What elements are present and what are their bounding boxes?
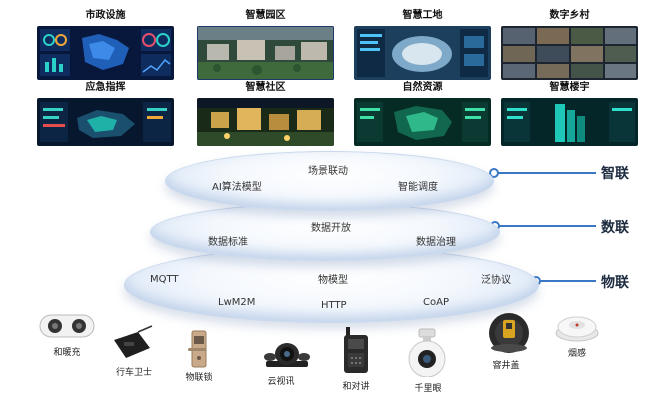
dome-camera-icon	[403, 327, 451, 378]
thumbnail-title: 智慧社区	[245, 82, 286, 93]
zhilian-connector-dot	[489, 168, 499, 178]
smart-park-image	[197, 26, 334, 80]
device-label-charger: 和暖充	[53, 348, 81, 358]
zhilian-connector	[490, 172, 596, 174]
device-label-manhole-sensor: 窨井盖	[492, 361, 520, 371]
protocol-http: HTTP	[321, 300, 347, 311]
thumbnail-title: 智慧园区	[245, 10, 286, 21]
protocol-lwm2m: LwM2M	[218, 297, 256, 308]
thumbnail-title: 智慧楼宇	[549, 82, 590, 93]
video-conference-icon	[262, 341, 312, 369]
device-label-video-conference: 云视讯	[267, 377, 295, 387]
thumbnail-title: 数字乡村	[549, 10, 590, 21]
smart-dispatch-label: 智能调度	[398, 182, 438, 193]
layer-zhilian	[165, 151, 494, 211]
layer-name-zhilian: 智联	[601, 166, 629, 182]
natural-resources-image	[354, 98, 491, 146]
vehicle-tracker-icon	[110, 324, 158, 362]
device-label-vehicle-tracker: 行车卫士	[115, 368, 152, 378]
object-model-label: 物模型	[318, 275, 348, 286]
charger-icon	[38, 313, 96, 339]
device-label-dome-camera: 千里眼	[414, 384, 442, 394]
protocol-mqtt: MQTT	[150, 274, 179, 285]
smart-community-image	[197, 98, 334, 146]
smart-building-image	[501, 98, 638, 146]
thumbnail-title: 市政设施	[85, 10, 126, 21]
ai-algorithm-label: AI算法模型	[212, 182, 262, 193]
thumbnail-title: 智慧工地	[402, 10, 443, 21]
shulian-connector	[494, 225, 596, 227]
device-label-walkie-talkie: 和对讲	[342, 382, 370, 392]
emergency-dashboard-image	[37, 98, 174, 146]
thumbnail-title: 应急指挥	[85, 82, 126, 93]
thumbnail-title: 自然资源	[402, 82, 443, 93]
data-governance-label: 数据治理	[416, 237, 456, 248]
device-label-smoke-detector: 烟感	[567, 349, 586, 359]
layer-shulian	[150, 203, 500, 261]
protocol-coap: CoAP	[423, 297, 449, 308]
data-standard-label: 数据标准	[208, 237, 248, 248]
smoke-detector-icon	[554, 313, 600, 343]
device-label-smart-lock: 物联锁	[185, 373, 213, 383]
manhole-sensor-icon	[486, 310, 532, 356]
scenario-linkage-label: 场景联动	[308, 166, 348, 177]
data-open-label: 数据开放	[311, 223, 351, 234]
generic-protocol-label: 泛协议	[481, 275, 511, 286]
municipal-dashboard-image	[37, 26, 174, 80]
layer-name-wulian: 物联	[601, 275, 629, 291]
wulian-connector	[534, 280, 596, 282]
layer-name-shulian: 数联	[601, 220, 629, 236]
smart-lock-icon	[186, 330, 212, 368]
digital-village-image	[501, 26, 638, 80]
construction-dashboard-image	[354, 26, 491, 80]
walkie-talkie-icon	[340, 327, 372, 375]
